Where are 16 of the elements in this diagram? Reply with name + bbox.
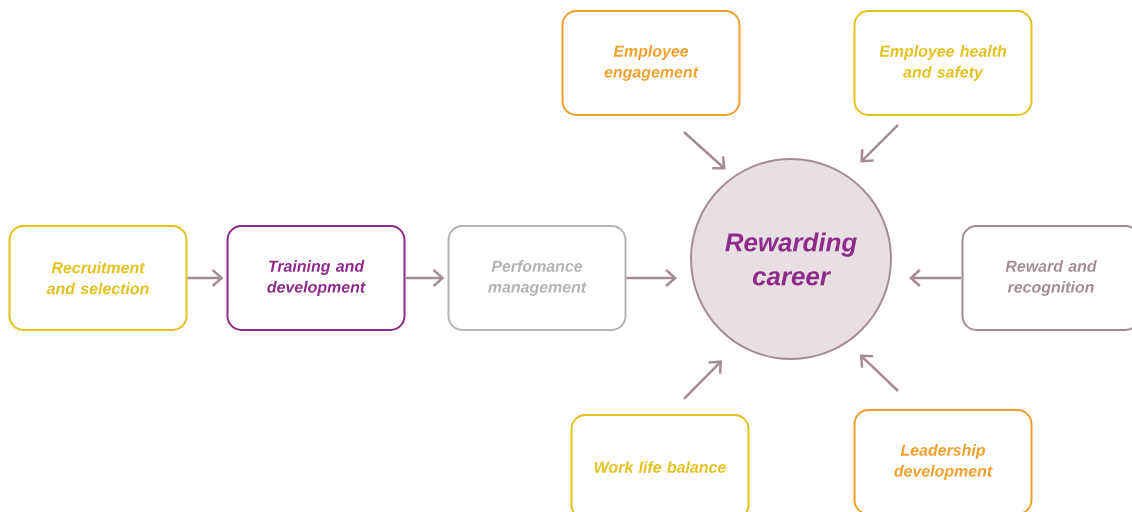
arrow	[405, 269, 445, 287]
arrow	[683, 360, 723, 400]
arrow	[683, 131, 726, 170]
process-box: Perfomance management	[447, 225, 627, 331]
process-box: Work life balance	[570, 414, 750, 512]
process-box: Employee health and safety	[853, 10, 1033, 116]
arrow	[859, 354, 899, 392]
process-box: Leadership development	[853, 409, 1033, 512]
process-box: Employee engagement	[561, 10, 741, 116]
arrow	[626, 269, 677, 287]
arrow	[187, 269, 224, 287]
arrow	[909, 269, 962, 287]
arrow	[860, 124, 899, 163]
process-box: Training and development	[226, 225, 406, 331]
process-box: Reward and recognition	[961, 225, 1132, 331]
process-box: Recruitment and selection	[8, 225, 188, 331]
